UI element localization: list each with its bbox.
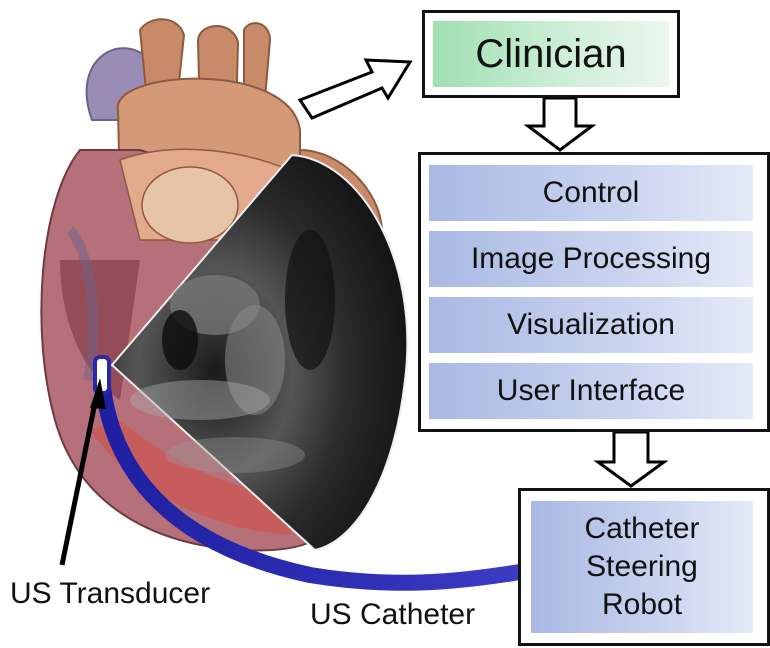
us-catheter-label: US Catheter — [310, 598, 475, 632]
module-control: Control — [429, 165, 753, 221]
robot-label-line-1: Catheter — [584, 510, 699, 548]
robot-label: Catheter Steering Robot — [531, 501, 753, 633]
catheter-steering-robot-box: Catheter Steering Robot — [518, 488, 770, 646]
arrow-to-clinician — [300, 60, 410, 118]
module-visualization: Visualization — [429, 297, 753, 353]
arrow-clinician-to-software — [528, 98, 592, 150]
robot-label-line-3: Robot — [602, 586, 682, 624]
robot-label-line-2: Steering — [586, 548, 698, 586]
us-transducer-label: US Transducer — [10, 577, 210, 611]
module-image-processing: Image Processing — [429, 231, 753, 287]
clinician-box: Clinician — [422, 10, 680, 98]
module-user-interface: User Interface — [429, 363, 753, 419]
arrow-software-to-robot — [598, 432, 664, 486]
software-modules-box: Control Image Processing Visualization U… — [418, 152, 770, 432]
clinician-label: Clinician — [433, 21, 669, 87]
